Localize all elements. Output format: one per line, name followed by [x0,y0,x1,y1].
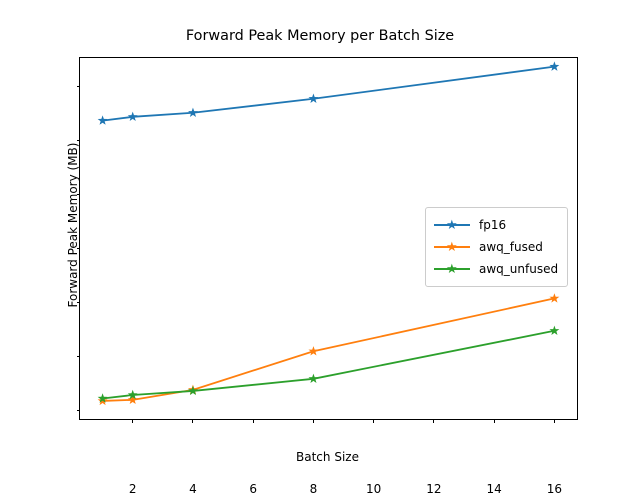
legend-item-fp16[interactable]: ★ fp16 [434,214,558,236]
y-axis-label: Forward Peak Memory (MB) [66,142,80,308]
y-tick-mark [76,193,80,196]
series-line-awq_fused [102,297,555,402]
legend-swatch-icon: ★ [434,240,470,254]
legend-item-awq_fused[interactable]: ★ awq_fused [434,236,558,258]
series-marker-awq_unfused [127,389,138,400]
legend-star-icon: ★ [446,240,458,255]
series-marker-awq_fused [127,394,138,405]
series-marker-awq_unfused [97,393,108,403]
y-tick-mark [76,247,80,250]
series-marker-fp16 [308,93,319,103]
series-marker-awq_fused [549,293,560,303]
chart-legend: ★ fp16 ★ awq_fused ★ awq_unfused [425,207,569,287]
x-tick-mark [373,419,375,423]
x-tick-mark [433,419,435,423]
legend-label: fp16 [479,218,507,232]
legend-label: awq_fused [479,240,543,254]
legend-star-icon: ★ [446,218,458,233]
series-marker-awq_unfused [308,373,319,384]
series-marker-awq_unfused [188,385,198,396]
y-tick-mark [76,301,80,303]
y-tick-mark [76,355,80,357]
series-marker-fp16 [97,115,108,125]
y-tick-mark [76,86,80,88]
series-line-fp16 [102,65,555,122]
x-tick-label: 12 [426,482,442,496]
x-axis-label: Batch Size [296,450,359,464]
x-tick-mark [493,419,495,423]
plot-area: Forward Peak Memory (MB) 600080001000012… [66,57,578,496]
x-tick-mark [252,419,254,423]
series-marker-awq_fused [308,346,319,356]
series-marker-fp16 [549,61,560,71]
y-tick-mark [76,140,80,142]
series-marker-fp16 [127,111,138,122]
series-marker-fp16 [188,107,198,117]
x-tick-label: 10 [366,482,382,496]
x-tick-mark [553,419,555,423]
x-tick-label: 4 [189,482,197,496]
legend-swatch-icon: ★ [434,262,470,276]
x-tick-label: 16 [546,482,563,496]
x-tick-label: 8 [309,482,318,496]
x-tick-mark [312,419,314,423]
legend-star-icon: ★ [446,262,458,277]
x-tick-label: 14 [486,482,502,496]
x-tick-mark [132,419,134,423]
x-tick-mark [192,419,194,423]
series-line-awq_unfused [102,329,555,400]
series-marker-awq_unfused [549,325,560,335]
y-tick-mark [76,409,80,411]
chart-figure: Forward Peak Memory per Batch Size Forwa… [66,28,578,496]
plot-canvas [97,61,560,406]
x-tick-label: 2 [128,482,137,496]
chart-title: Forward Peak Memory per Batch Size [185,28,455,44]
legend-label: awq_unfused [479,262,559,276]
legend-swatch-icon: ★ [434,218,470,232]
x-tick-label: 6 [249,482,257,496]
legend-item-awq_unfused[interactable]: ★ awq_unfused [434,258,558,280]
